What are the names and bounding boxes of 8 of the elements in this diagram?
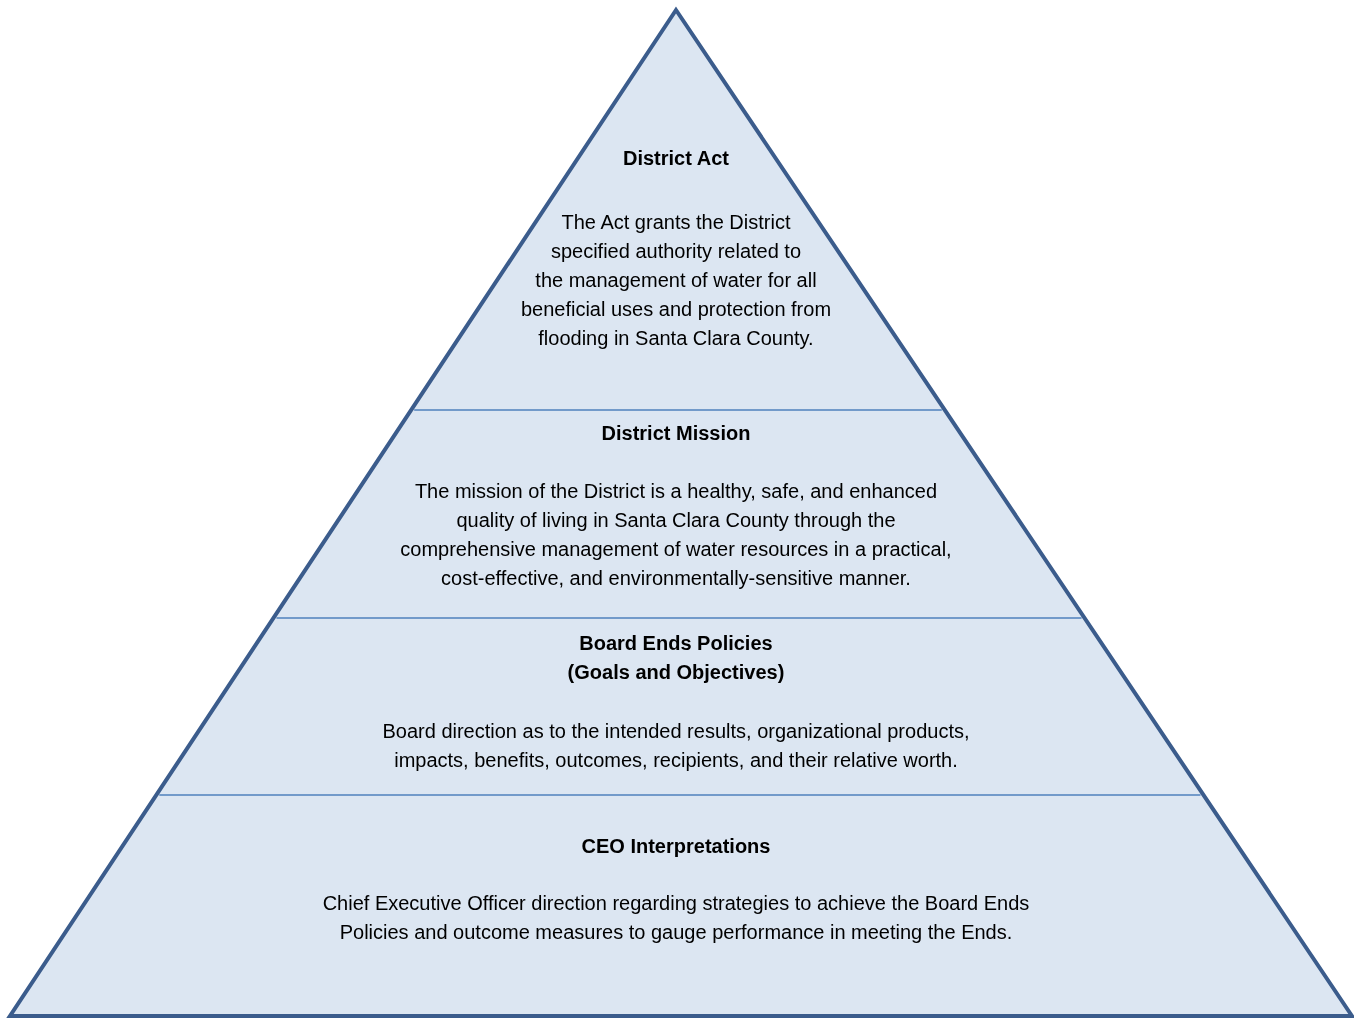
tier-description: The mission of the District is a healthy, safe, and enhanced quality of living in Santa Clara County through the comprehensive management of water resources in a practical, cost-effective, and environmentally-sensitive manner. [399, 479, 953, 591]
tier-heading: District Act [622, 146, 730, 171]
tier-heading: District Mission [600, 421, 752, 446]
tier-heading: CEO Interpretations [580, 834, 772, 859]
tier-description: Board direction as to the intended results, organizational products, impacts, benefits, outcomes, recipients, and their relative worth. [381, 719, 971, 773]
tier-heading: Board Ends Policies (Goals and Objectives) [566, 631, 786, 685]
tier-description: The Act grants the District specified authority related to the management of water for all beneficial uses and protection from flooding in Santa Clara County. [519, 210, 833, 351]
tier-description: Chief Executive Officer direction regarding strategies to achieve the Board Ends Policies and outcome measures to gauge performance in meeting the Ends. [321, 891, 1031, 945]
